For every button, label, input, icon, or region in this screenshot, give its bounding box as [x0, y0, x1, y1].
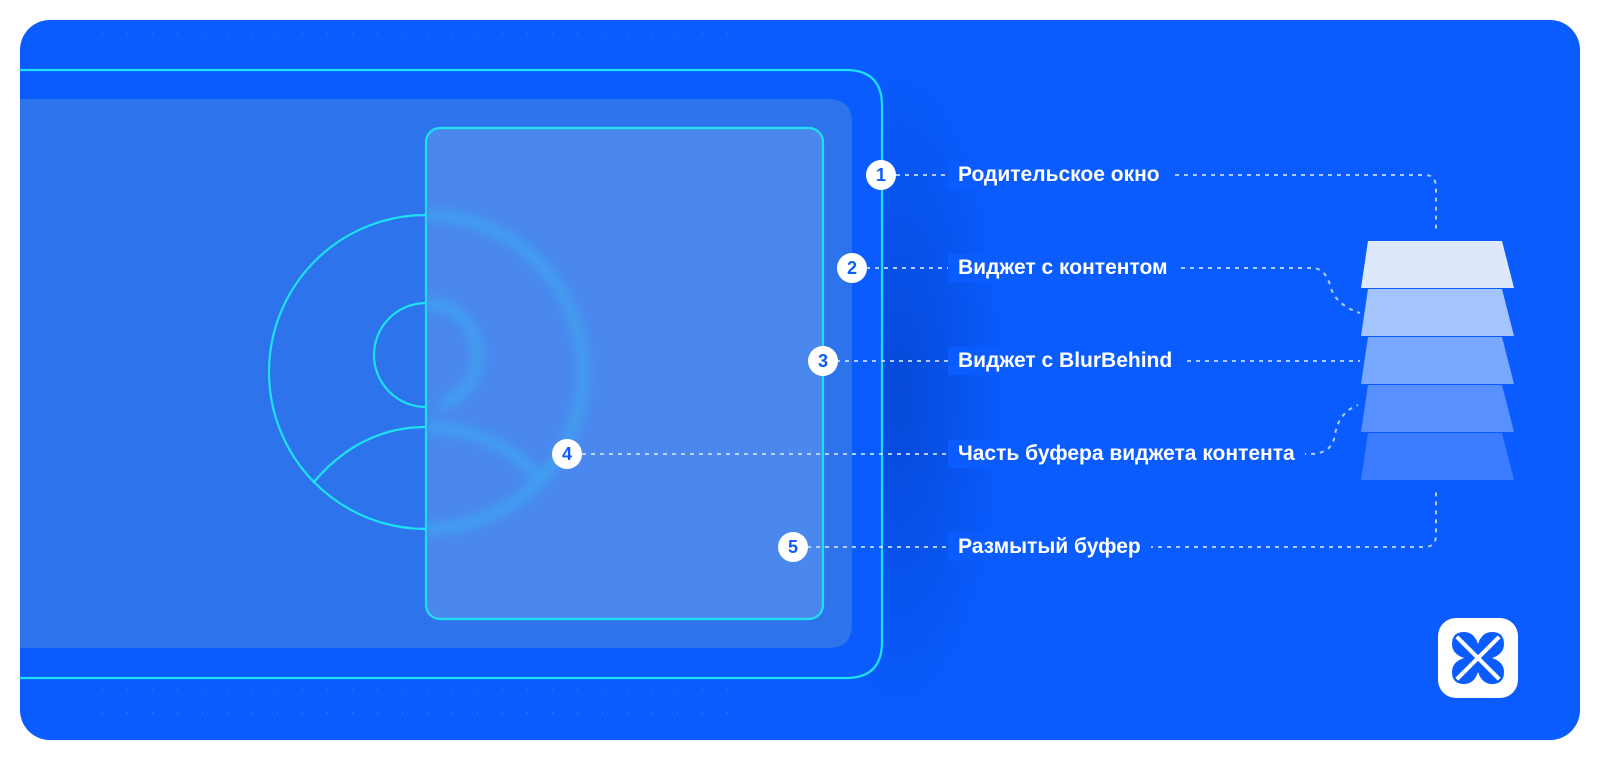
callout-badge-1: 1: [866, 160, 896, 190]
avatar-icon: [267, 213, 427, 531]
top-dotted-rule: [102, 33, 750, 57]
blurred-buffer: [426, 209, 589, 535]
callout-badge-4: 4: [552, 439, 582, 469]
callout-label-blur-widget: Виджет с BlurBehind: [948, 347, 1183, 375]
callout-label-parent-window: Родительское окно: [948, 161, 1170, 189]
callout-badge-3: 3: [808, 346, 838, 376]
callout-badge-5: 5: [778, 532, 808, 562]
callout-label-blurred-buffer: Размытый буфер: [948, 533, 1151, 561]
bottom-dotted-rule: [102, 689, 750, 714]
x-cross-logo-icon: [1438, 618, 1518, 698]
callout-label-content-widget: Виджет с контентом: [948, 254, 1178, 282]
blur-behind-widget: [424, 126, 825, 621]
diagram-graphics: [20, 33, 1514, 730]
callout-label-buffer-part: Часть буфера виджета контента: [948, 440, 1305, 468]
callout-badge-2: 2: [837, 253, 867, 283]
layer-stack: [1361, 241, 1514, 480]
diagram-canvas: 1 2 3 4 5 Родительское окно Виджет с кон…: [20, 20, 1580, 740]
